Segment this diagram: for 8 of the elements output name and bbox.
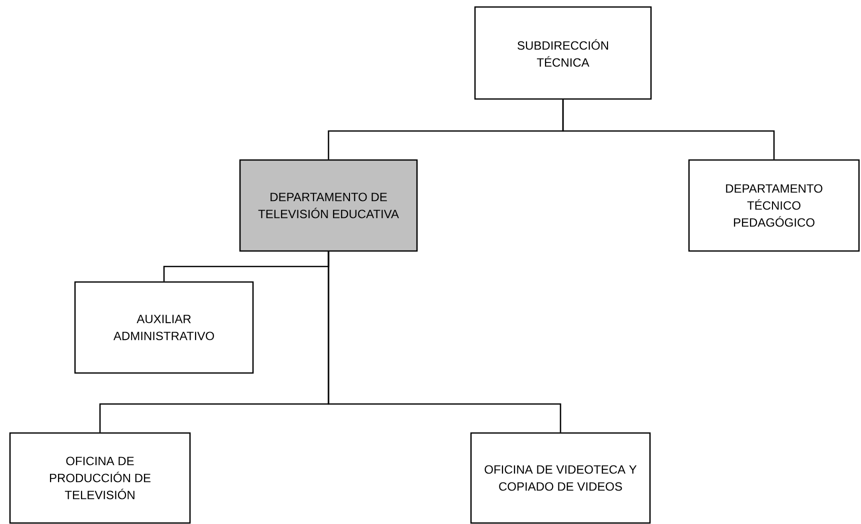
connector-line: [562, 100, 775, 160]
connector-line: [328, 252, 562, 432]
org-box: OFICINA DE PRODUCCIÓN DE TELEVISIÓN: [9, 432, 191, 524]
org-box: DEPARTAMENTO DE TELEVISIÓN EDUCATIVA: [239, 159, 418, 252]
org-box: AUXILIAR ADMINISTRATIVO: [74, 281, 254, 374]
org-box: OFICINA DE VIDEOTECA Y COPIADO DE VIDEOS: [470, 432, 651, 524]
org-box: SUBDIRECCIÓN TÉCNICA: [474, 6, 652, 100]
org-box: DEPARTAMENTO TÉCNICO PEDAGÓGICO: [688, 159, 860, 252]
